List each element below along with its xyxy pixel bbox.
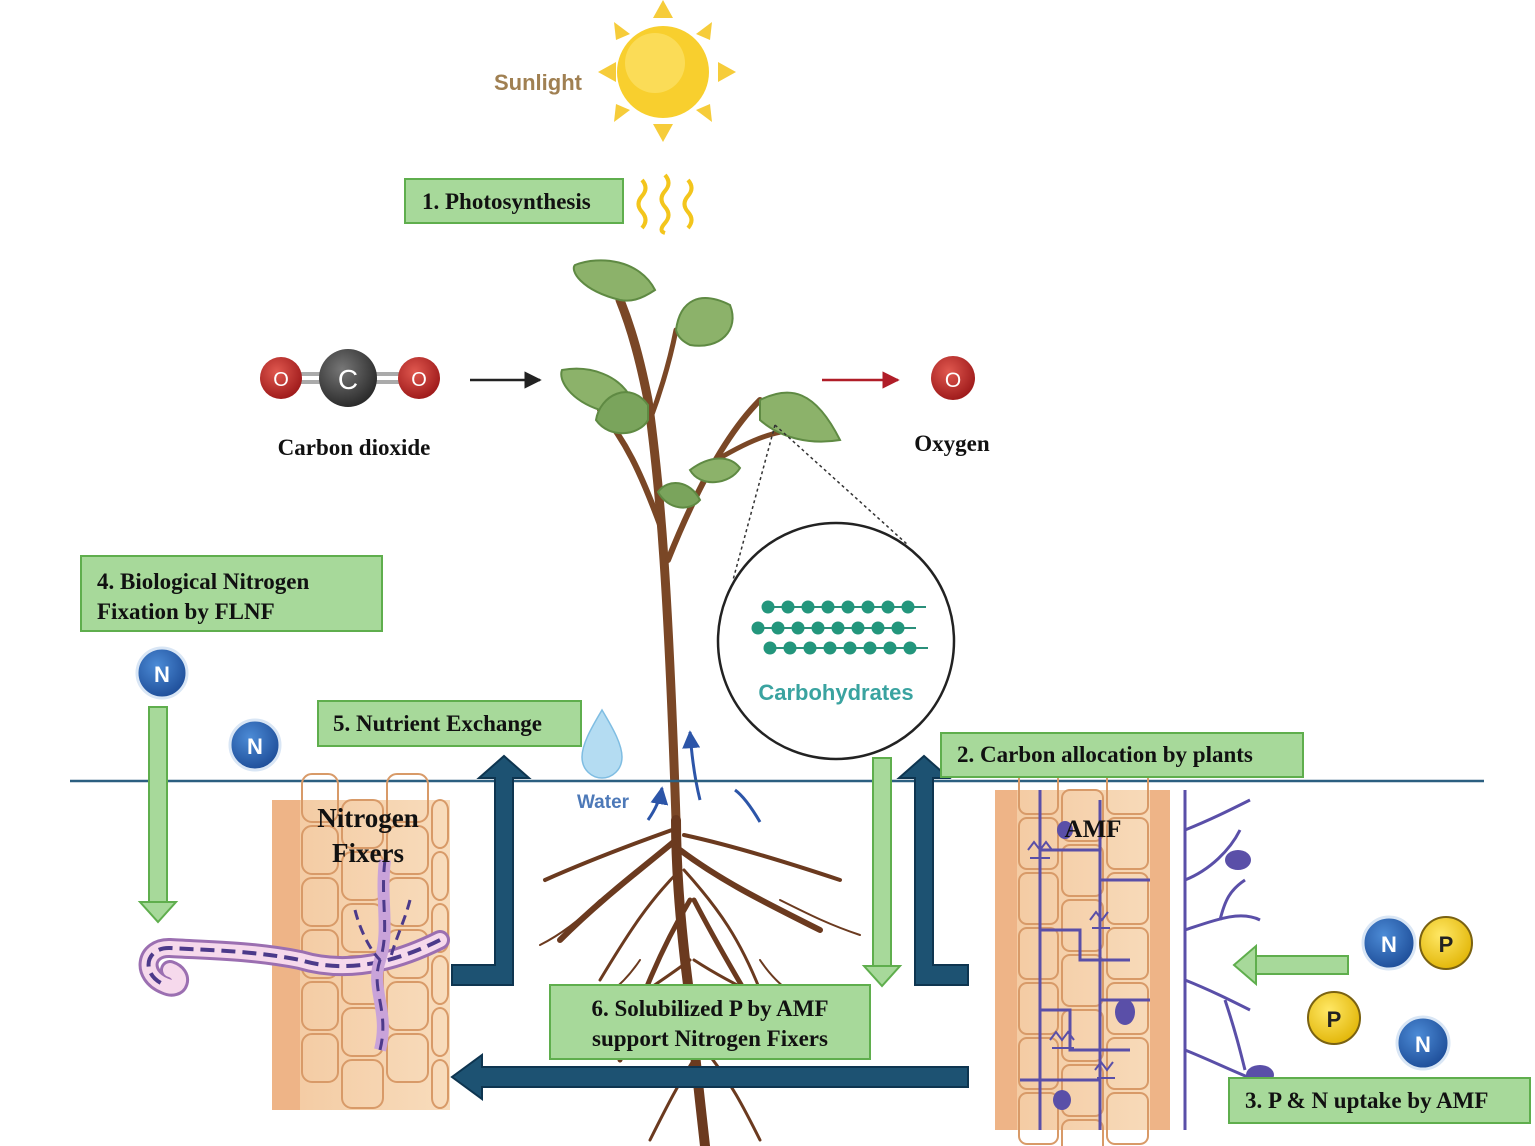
carbon-allocation-up-arrow (896, 754, 969, 986)
nitrogen-fixers-label-line2: Fixers (332, 838, 404, 868)
step-solubilized-p-label-line2: support Nitrogen Fixers (592, 1026, 828, 1051)
step-uptake-box: 3. P & N uptake by AMF (1228, 1077, 1531, 1124)
atom-n-label: N (247, 734, 263, 759)
step-photosynthesis-label: 1. Photosynthesis (422, 189, 591, 214)
step-nutrient-exchange-box: 5. Nutrient Exchange (317, 700, 582, 747)
root-system-illustration (539, 815, 861, 1146)
water-transport-arrow (682, 730, 702, 801)
carbohydrates-zoom-circle (716, 521, 956, 761)
atom-o-label: O (945, 369, 961, 392)
amf-label: AMF (1065, 816, 1122, 843)
zoom-lines (732, 424, 909, 581)
water-root-arrow (734, 788, 762, 823)
step-uptake-label: 3. P & N uptake by AMF (1245, 1088, 1489, 1113)
nitrogen-atom-icon: N (1395, 1015, 1451, 1071)
atom-n-label: N (154, 662, 170, 687)
atom-o-label: O (273, 369, 289, 391)
atom-n-label: N (1381, 932, 1397, 957)
sun-rays-icon (636, 173, 694, 235)
carbon-dioxide-molecule-icon: O C O (260, 349, 440, 407)
step-solubilized-p-box: 6. Solubilized P by AMF support Nitrogen… (549, 984, 871, 1060)
amf-root-cells (995, 762, 1274, 1146)
amf-vesicles (1053, 821, 1274, 1110)
sunlight-label: Sunlight (494, 70, 583, 95)
step-carbon-allocation-label: 2. Carbon allocation by plants (957, 742, 1253, 767)
step-nutrient-exchange-label: 5. Nutrient Exchange (333, 711, 542, 736)
atom-p-label: P (1439, 932, 1454, 957)
oxygen-molecule-icon: O (931, 356, 975, 400)
amf-arbuscules (1027, 840, 1115, 1079)
carbon-allocation-down-arrow (861, 757, 903, 988)
nitrogen-fixers-root-cells (138, 773, 450, 1110)
amf-hyphae (1020, 790, 1261, 1130)
step-bnf-label-line1: 4. Biological Nitrogen (97, 569, 310, 594)
water-droplet-icon (581, 708, 623, 779)
water-uptake-arrow (646, 786, 669, 821)
nitrogen-atom-icon: N (135, 646, 189, 700)
step-solubilized-p-label-line1: 6. Solubilized P by AMF (591, 996, 829, 1021)
nitrogen-atom-icon: N (1361, 915, 1417, 971)
water-label: Water (577, 792, 630, 813)
step-photosynthesis-box: 1. Photosynthesis (404, 178, 624, 224)
bnf-down-arrow (137, 706, 179, 924)
atom-p-label: P (1327, 1007, 1342, 1032)
carbohydrate-chain-icon (751, 600, 928, 655)
phosphorus-atom-icon: P (1307, 991, 1361, 1045)
atom-c-label: C (338, 364, 358, 395)
solubilized-p-left-arrow (450, 1053, 969, 1101)
sun-icon (598, 0, 736, 142)
atom-n-label: N (1415, 1032, 1431, 1057)
plant-illustration (560, 259, 842, 825)
step-bnf-label-line2: Fixation by FLNF (97, 599, 275, 624)
oxygen-label: Oxygen (914, 431, 990, 456)
nitrogen-atom-icon: N (228, 718, 282, 772)
carbon-dioxide-label: Carbon dioxide (278, 435, 431, 460)
step-carbon-allocation-box: 2. Carbon allocation by plants (940, 732, 1304, 778)
atom-o-label: O (411, 369, 427, 391)
nitrogen-fixers-label-line1: Nitrogen (317, 803, 419, 833)
phosphorus-atom-icon: P (1419, 916, 1473, 970)
step-bnf-box: 4. Biological Nitrogen Fixation by FLNF (80, 555, 383, 632)
uptake-left-arrow (1232, 943, 1349, 987)
nutrient-exchange-up-arrow (451, 754, 532, 986)
carbohydrates-label: Carbohydrates (758, 680, 913, 705)
